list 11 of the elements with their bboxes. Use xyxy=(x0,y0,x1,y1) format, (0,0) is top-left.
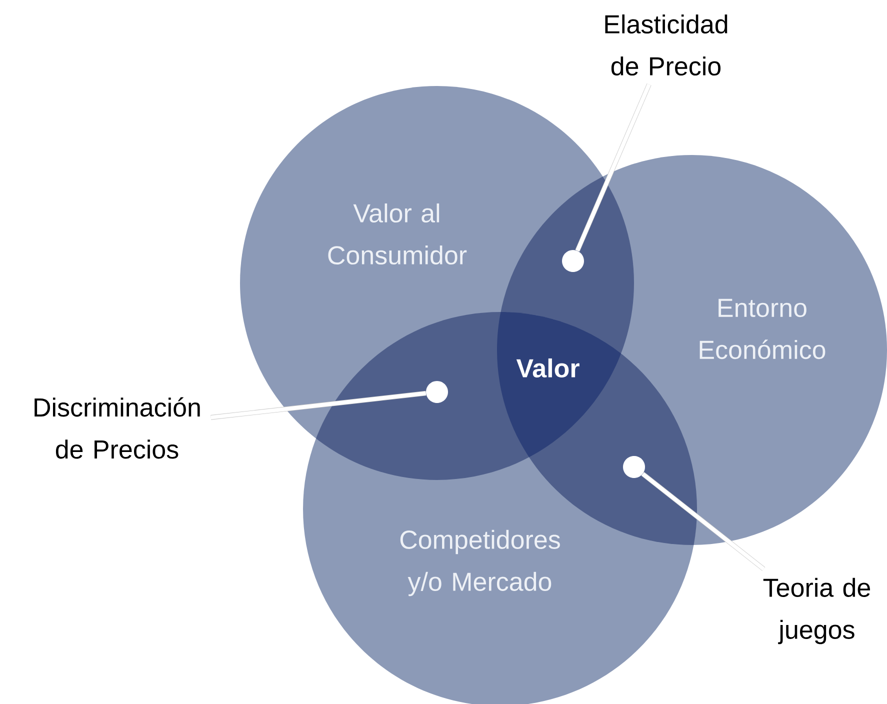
leader-line xyxy=(641,472,766,571)
dot xyxy=(426,381,448,403)
dot xyxy=(562,250,584,272)
leader-line xyxy=(575,83,652,252)
node-label: Entorno Económico xyxy=(700,298,826,360)
callout-text: Elasticidad de Precio xyxy=(605,14,728,76)
callout-text: Teoria de juegos xyxy=(763,578,870,644)
center-label: Valor xyxy=(516,358,580,378)
dot xyxy=(623,456,645,478)
callout-text: Discriminación de Precios xyxy=(34,397,200,459)
leader-line xyxy=(210,390,426,420)
